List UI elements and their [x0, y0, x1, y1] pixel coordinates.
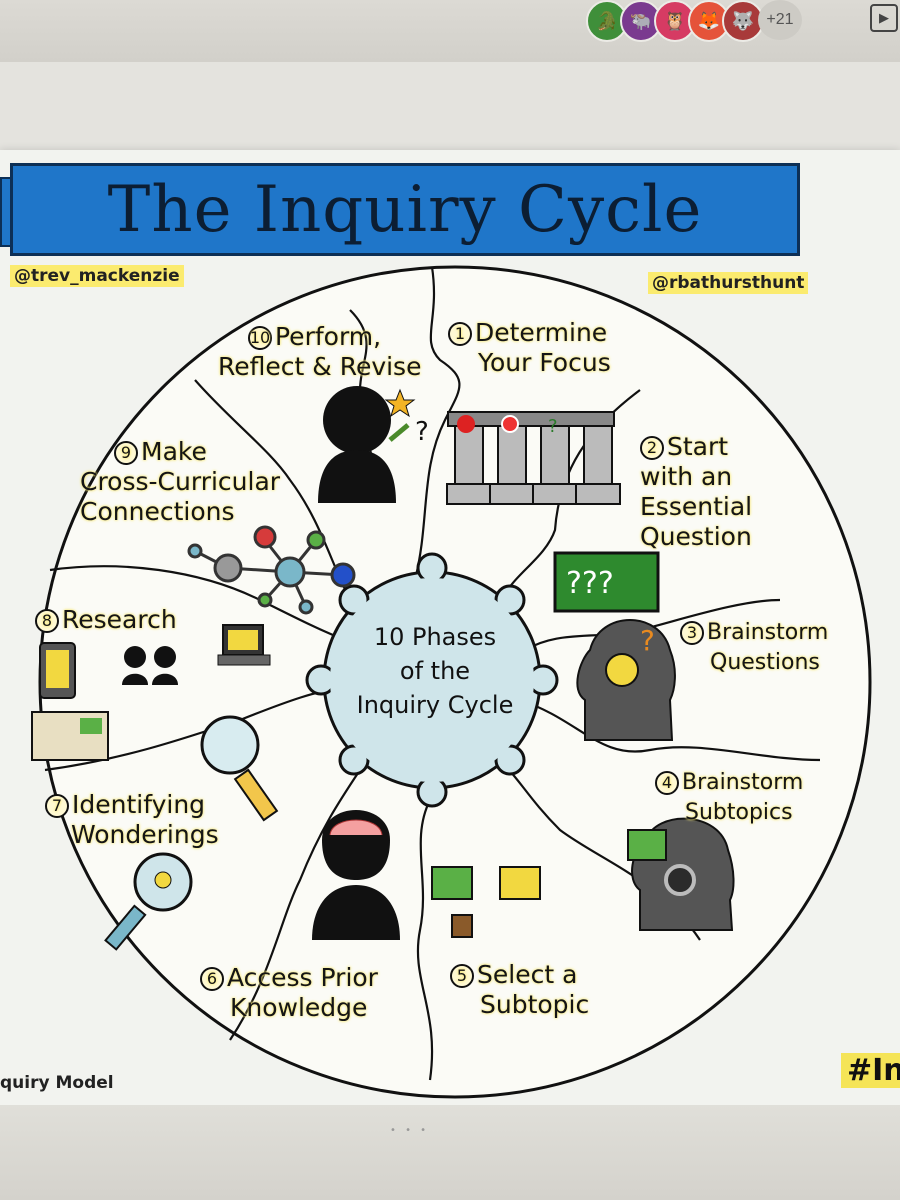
phase-6-number: 6 — [200, 967, 224, 991]
pillars-icon: ? — [446, 411, 621, 505]
center-title: 10 Phases of the Inquiry Cycle — [335, 620, 535, 722]
phase-10-line-2: Reflect & Revise — [218, 352, 422, 381]
svg-text:?: ? — [640, 624, 655, 657]
phase-7-line-1: Identifying — [72, 790, 206, 819]
slide-resize-handle[interactable]: • • • — [390, 1125, 430, 1136]
phase-5-line-1: Select a — [477, 960, 578, 989]
phase-2-line-1: Start — [667, 432, 729, 461]
research-icon — [31, 624, 271, 761]
phase-7-line-2: Wonderings — [71, 820, 219, 849]
browser-top-bar: 🐊 🐃 🦉 🦊 🐺 +21 ▶ — [0, 0, 900, 63]
author-handle-right: @rbathursthunt — [648, 272, 809, 294]
phase-1-number: 1 — [448, 322, 472, 346]
phase-5-line-2: Subtopic — [480, 990, 590, 1019]
magnifier-icon — [200, 715, 279, 822]
lightbulb-magnifier-icon — [104, 852, 193, 951]
phase-2-line-4: Question — [640, 522, 752, 551]
phase-3-line-2: Questions — [710, 650, 820, 675]
footer-hashtag: #In — [841, 1053, 900, 1088]
present-button[interactable]: ▶ — [870, 4, 898, 32]
svg-text:?: ? — [548, 416, 558, 437]
phase-1-line-2: Your Focus — [478, 348, 611, 377]
phase-4-number: 4 — [655, 771, 679, 795]
phase-2-number: 2 — [640, 436, 664, 460]
center-line-1: 10 Phases — [373, 623, 497, 651]
center-line-2: of the — [399, 657, 471, 685]
reflecting-person-icon: ? — [318, 386, 429, 503]
phase-3-line-1: Brainstorm — [707, 620, 829, 645]
brainstorm-head-icon: ? — [576, 619, 676, 741]
chalkboard-icon: ??? — [553, 551, 660, 613]
svg-text:???: ??? — [566, 566, 614, 601]
author-handle-left: @trev_mackenzie — [10, 265, 184, 287]
phase-6-line-2: Knowledge — [230, 993, 368, 1022]
center-line-3: Inquiry Cycle — [356, 691, 514, 719]
phase-6-line-1: Access Prior — [227, 963, 378, 992]
phase-5-number: 5 — [450, 964, 474, 988]
phase-7-number: 7 — [45, 794, 69, 818]
svg-text:?: ? — [415, 417, 429, 447]
phase-9-number: 9 — [114, 441, 138, 465]
subtopics-head-icon — [627, 817, 735, 931]
phase-4-line-2: Subtopics — [685, 800, 793, 825]
phase-9-line-2: Cross-Curricular — [80, 467, 281, 496]
more-collaborators-count[interactable]: +21 — [758, 0, 802, 40]
phase-4-line-1: Brainstorm — [682, 770, 804, 795]
title-banner: The Inquiry Cycle — [10, 163, 800, 256]
network-icon — [187, 525, 356, 615]
prior-knowledge-person-icon — [312, 810, 400, 940]
collaborator-avatars: 🐊 🐃 🦉 🦊 🐺 +21 — [586, 0, 802, 42]
phase-1-line-1: Determine — [475, 318, 608, 347]
footer-caption: quiry Model — [0, 1073, 114, 1093]
phase-2-line-3: Essential — [640, 492, 753, 521]
phase-9-line-1: Make — [141, 437, 207, 466]
slide-title: The Inquiry Cycle — [107, 172, 703, 247]
phase-10-line-1: Perform, — [275, 322, 382, 351]
phase-8-number: 8 — [35, 609, 59, 633]
editor-bottom-area — [0, 1105, 900, 1200]
phase-2-line-2: with an — [640, 462, 733, 491]
phase-3-number: 3 — [680, 621, 704, 645]
phase-8-line-1: Research — [62, 605, 177, 634]
choice-bubbles-icon — [431, 866, 541, 938]
wolf-avatar[interactable]: 🐺 — [722, 0, 764, 42]
center-gear — [305, 552, 559, 808]
phase-10-number: 10 — [248, 326, 272, 350]
phase-9-line-3: Connections — [80, 497, 235, 526]
